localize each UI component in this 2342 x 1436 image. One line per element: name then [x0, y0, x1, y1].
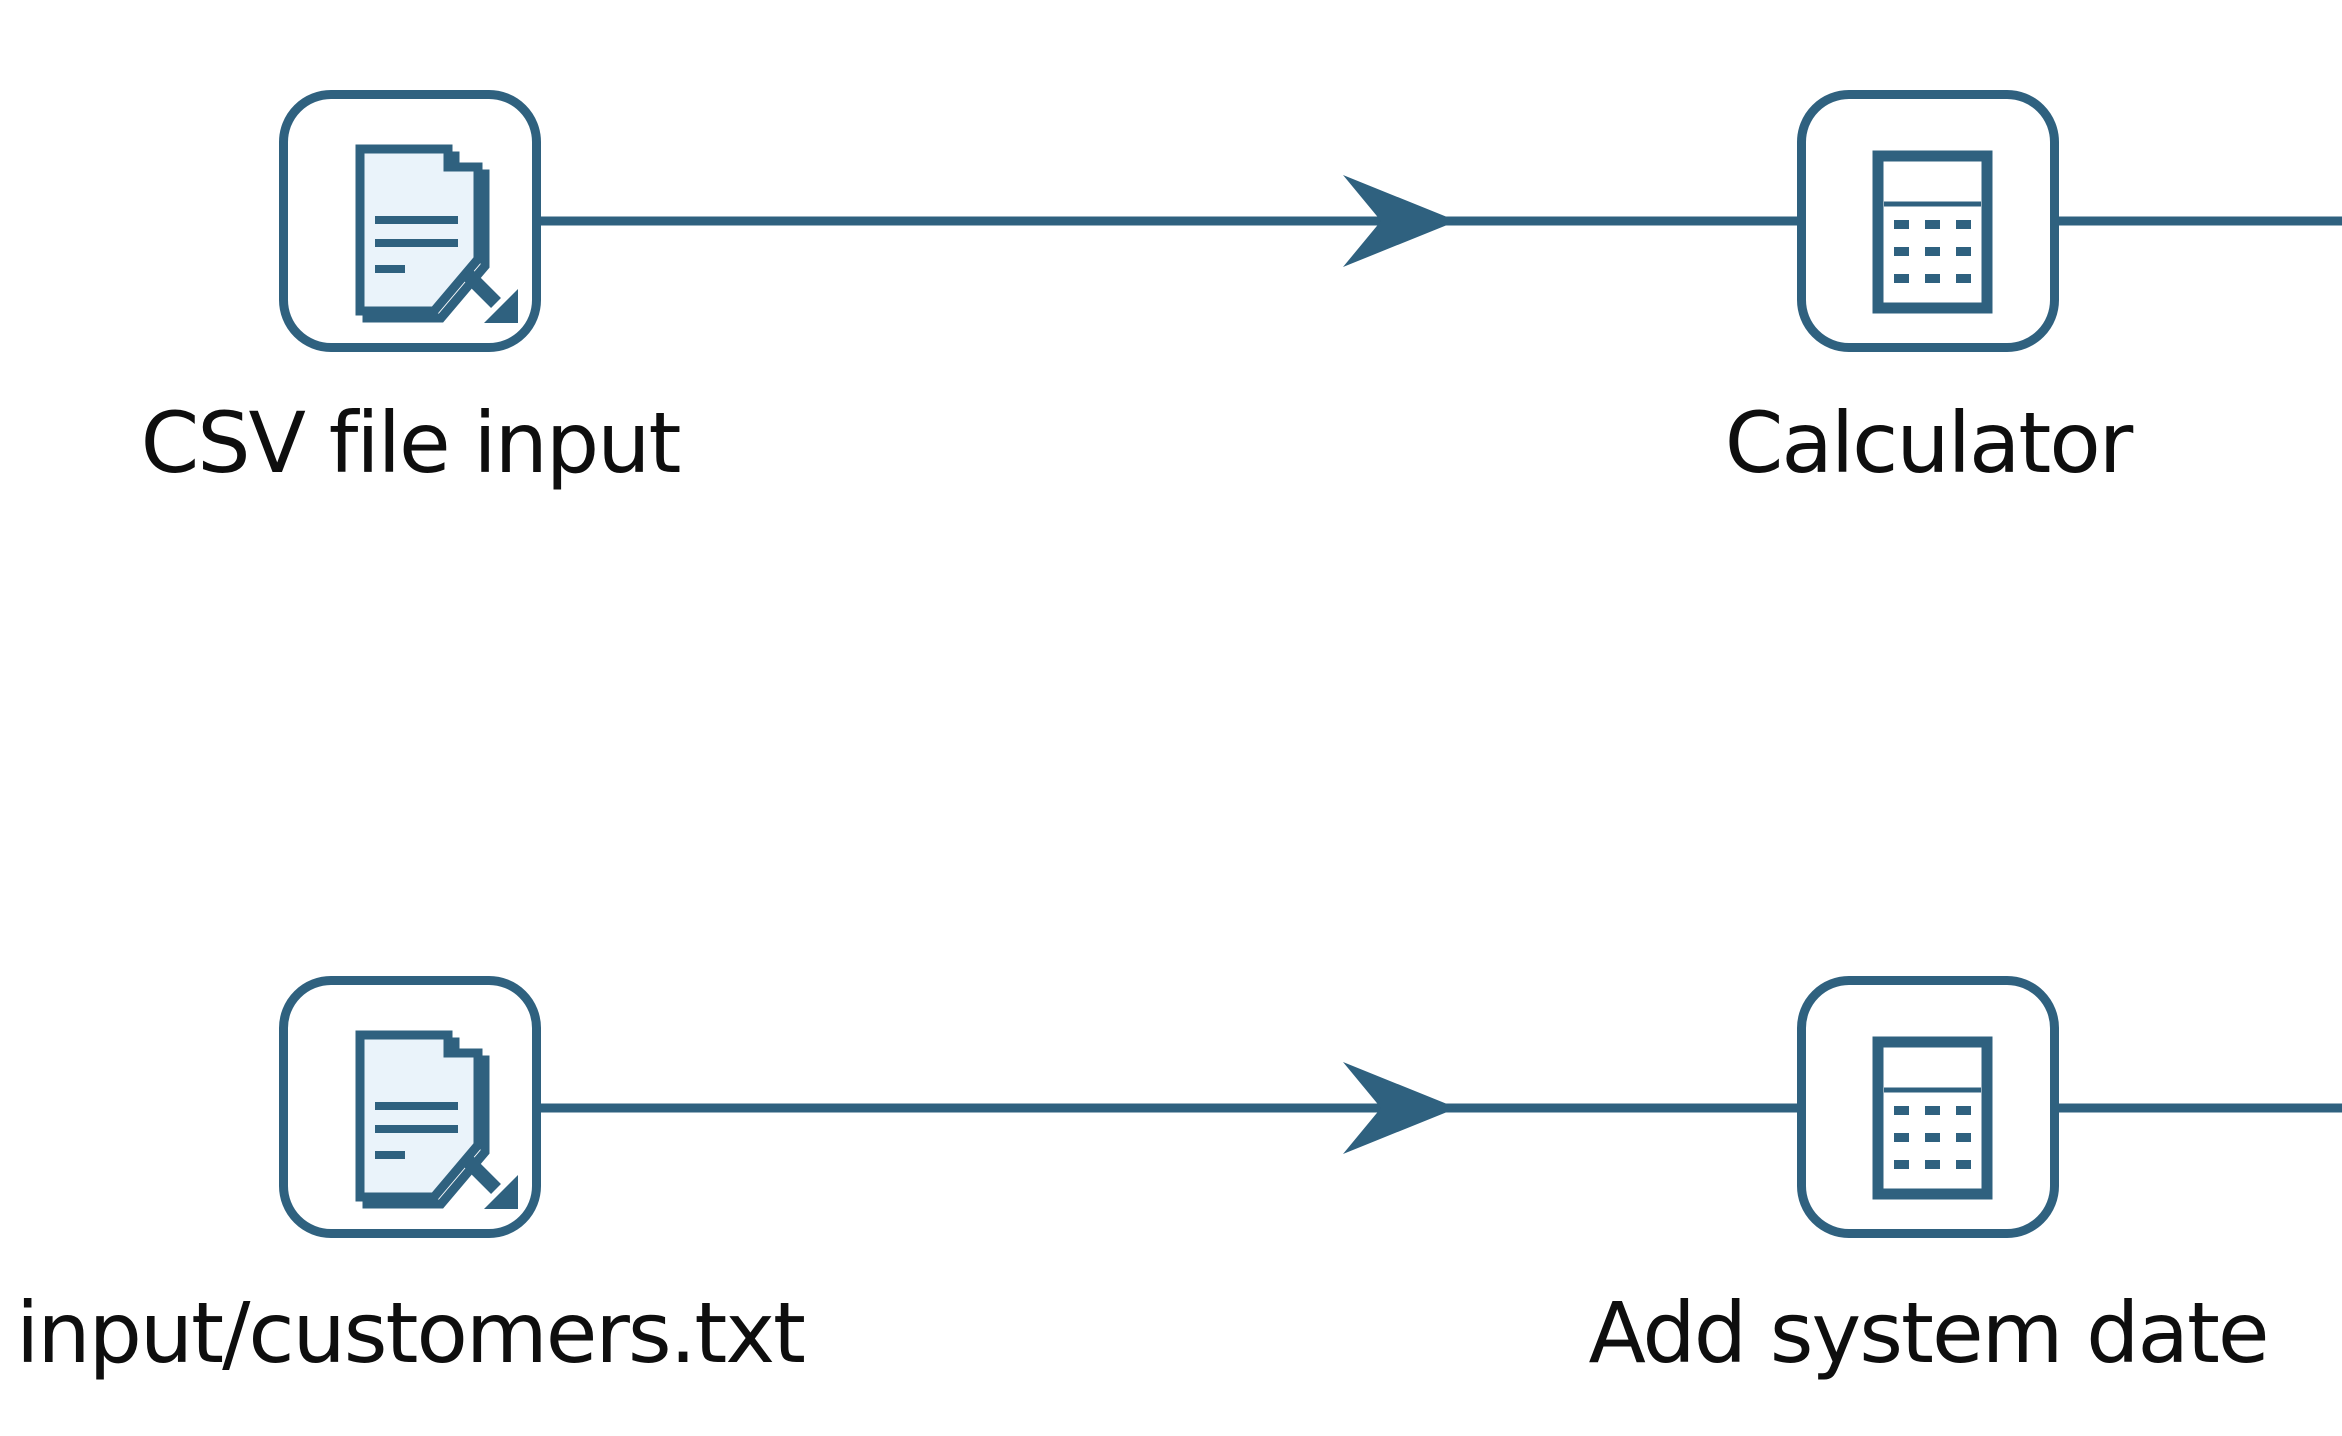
step-node-csv-file-input[interactable]: [279, 90, 541, 352]
file-input-icon: [348, 141, 534, 341]
step-node-calculator[interactable]: [1797, 90, 2059, 352]
calculator-icon: [1872, 150, 1993, 314]
step-label-calculator: Calculator: [1724, 394, 2134, 492]
hop-arrow[interactable]: [1343, 1062, 1457, 1154]
file-input-icon: [348, 1027, 534, 1227]
step-label-add-system-date: Add system date: [1588, 1284, 2269, 1382]
step-label-input-customers-txt: input/customers.txt: [16, 1284, 806, 1382]
step-node-input-customers-txt[interactable]: [279, 976, 541, 1238]
hop-arrow[interactable]: [1343, 175, 1457, 267]
calculator-icon: [1872, 1036, 1993, 1200]
step-node-add-system-date[interactable]: [1797, 976, 2059, 1238]
step-label-csv-file-input: CSV file input: [140, 394, 682, 492]
